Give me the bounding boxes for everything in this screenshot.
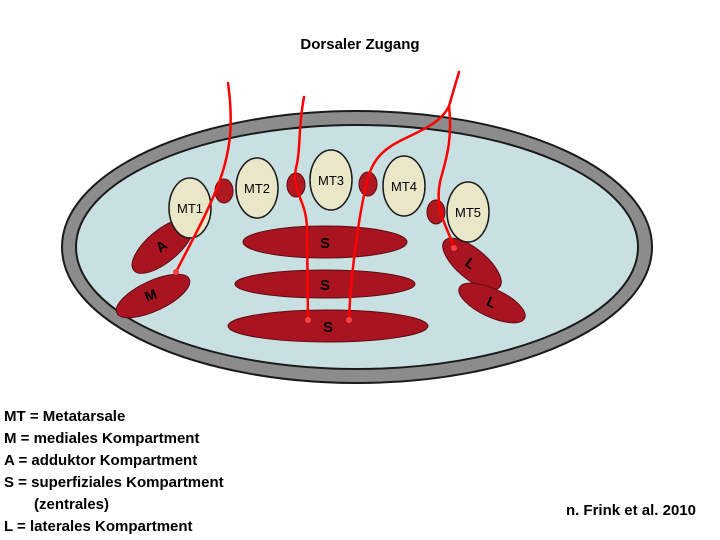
legend-line-l: L = laterales Kompartment <box>4 518 193 535</box>
metatarsal-3-label: MT3 <box>318 173 344 188</box>
intermetatarsal-muscle-3 <box>358 171 378 197</box>
incision-endpoint-medial <box>173 269 179 275</box>
incision-line-medial <box>174 81 232 274</box>
incision-endpoint-central <box>305 317 311 323</box>
legend-line-a: A = adduktor Kompartment <box>4 452 198 469</box>
superficial-label-1: S <box>320 235 330 252</box>
diagram-title: Dorsaler Zugang <box>300 36 420 53</box>
metatarsal-3 <box>309 149 353 211</box>
incision-line-lateral-branch-left <box>347 70 461 320</box>
intermetatarsal-muscle-1 <box>214 178 234 204</box>
incision-endpoint-lateral-left <box>346 317 352 323</box>
incision-line-central <box>293 95 310 320</box>
incision-endpoint-lateral-right <box>451 245 457 251</box>
lateral-compartment-lower <box>458 282 526 324</box>
legend-line-s: S = superfiziales Kompartment <box>4 474 224 491</box>
legend: MT = Metatarsale M = mediales Kompartmen… <box>4 406 224 538</box>
metatarsal-5 <box>446 181 490 243</box>
legend-line-s-sub: (zentrales) <box>34 496 110 513</box>
metatarsal-5-label: MT5 <box>455 205 481 220</box>
metatarsal-2-label: MT2 <box>244 181 270 196</box>
metatarsal-4 <box>382 155 426 217</box>
superficial-label-3: S <box>323 319 333 336</box>
superficial-compartment-3 <box>227 309 429 343</box>
superficial-compartment-1 <box>242 225 408 259</box>
medial-compartment <box>115 273 191 319</box>
metatarsal-1-label: MT1 <box>177 201 203 216</box>
lateral-compartment-upper <box>442 237 502 291</box>
medial-label: M <box>142 286 158 305</box>
metatarsal-2 <box>235 157 279 219</box>
legend-line-mt: MT = Metatarsale <box>4 408 126 425</box>
superficial-compartment-2 <box>234 269 416 299</box>
superficial-label-2: S <box>320 277 330 294</box>
credit-text: n. Frink et al. 2010 <box>565 502 696 519</box>
legend-line-m: M = mediales Kompartment <box>4 430 200 447</box>
incision-line-lateral-branch-right <box>437 104 456 249</box>
metatarsal-4-label: MT4 <box>391 179 417 194</box>
